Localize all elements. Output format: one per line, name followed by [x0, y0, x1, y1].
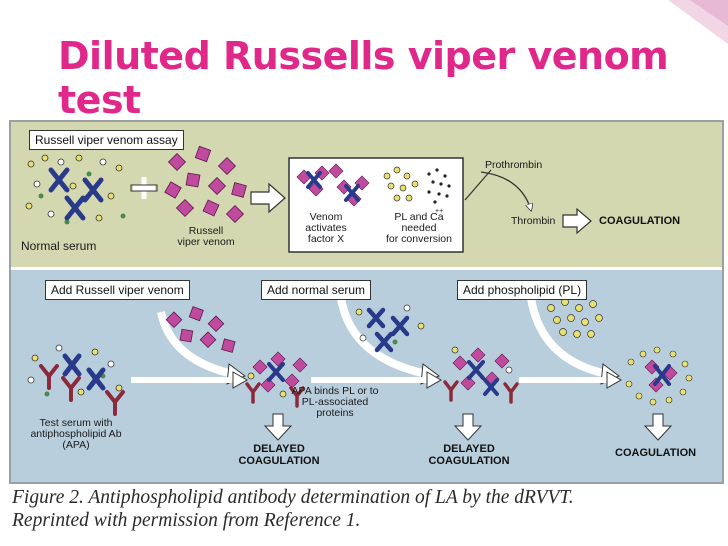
- thrombin-label: Thrombin: [511, 216, 555, 227]
- pl-ca-label: PL and Ca needed for conversion: [375, 212, 463, 245]
- ca-superscript: ++: [435, 208, 443, 215]
- panel-divider: [11, 267, 722, 270]
- assay-label: Russell viper venom assay: [29, 130, 184, 150]
- test-serum-label: Test serum with antiphospholipid Ab (APA…: [17, 418, 135, 451]
- step-add-phospholipid: Add phospholipid (PL): [457, 280, 587, 300]
- figure-caption: Figure 2. Antiphospholipid antibody dete…: [12, 486, 574, 532]
- bottom-coagulation-label: COAGULATION: [615, 448, 696, 460]
- step-add-venom: Add Russell viper venom: [45, 280, 190, 300]
- prothrombin-label: Prothrombin: [485, 160, 542, 171]
- apa-binds-label: APA binds PL or to PL-associated protein…: [273, 386, 397, 419]
- russell-venom-label: Russell viper venom: [161, 226, 251, 248]
- delayed-coagulation-2: DELAYED COAGULATION: [423, 444, 515, 467]
- slide-title: Diluted Russells viper venom test: [58, 34, 728, 122]
- figure: Russell viper venom assay Normal serum R…: [9, 120, 724, 484]
- top-coagulation-label: COAGULATION: [599, 216, 680, 228]
- venom-activates-label: Venom activates factor X: [295, 212, 357, 245]
- caption-line-2: Reprinted with permission from Reference…: [12, 510, 360, 531]
- delayed-coagulation-1: DELAYED COAGULATION: [233, 444, 325, 467]
- step-add-normal-serum: Add normal serum: [261, 280, 371, 300]
- caption-line-1: Figure 2. Antiphospholipid antibody dete…: [12, 487, 574, 508]
- normal-serum-label: Normal serum: [21, 240, 96, 253]
